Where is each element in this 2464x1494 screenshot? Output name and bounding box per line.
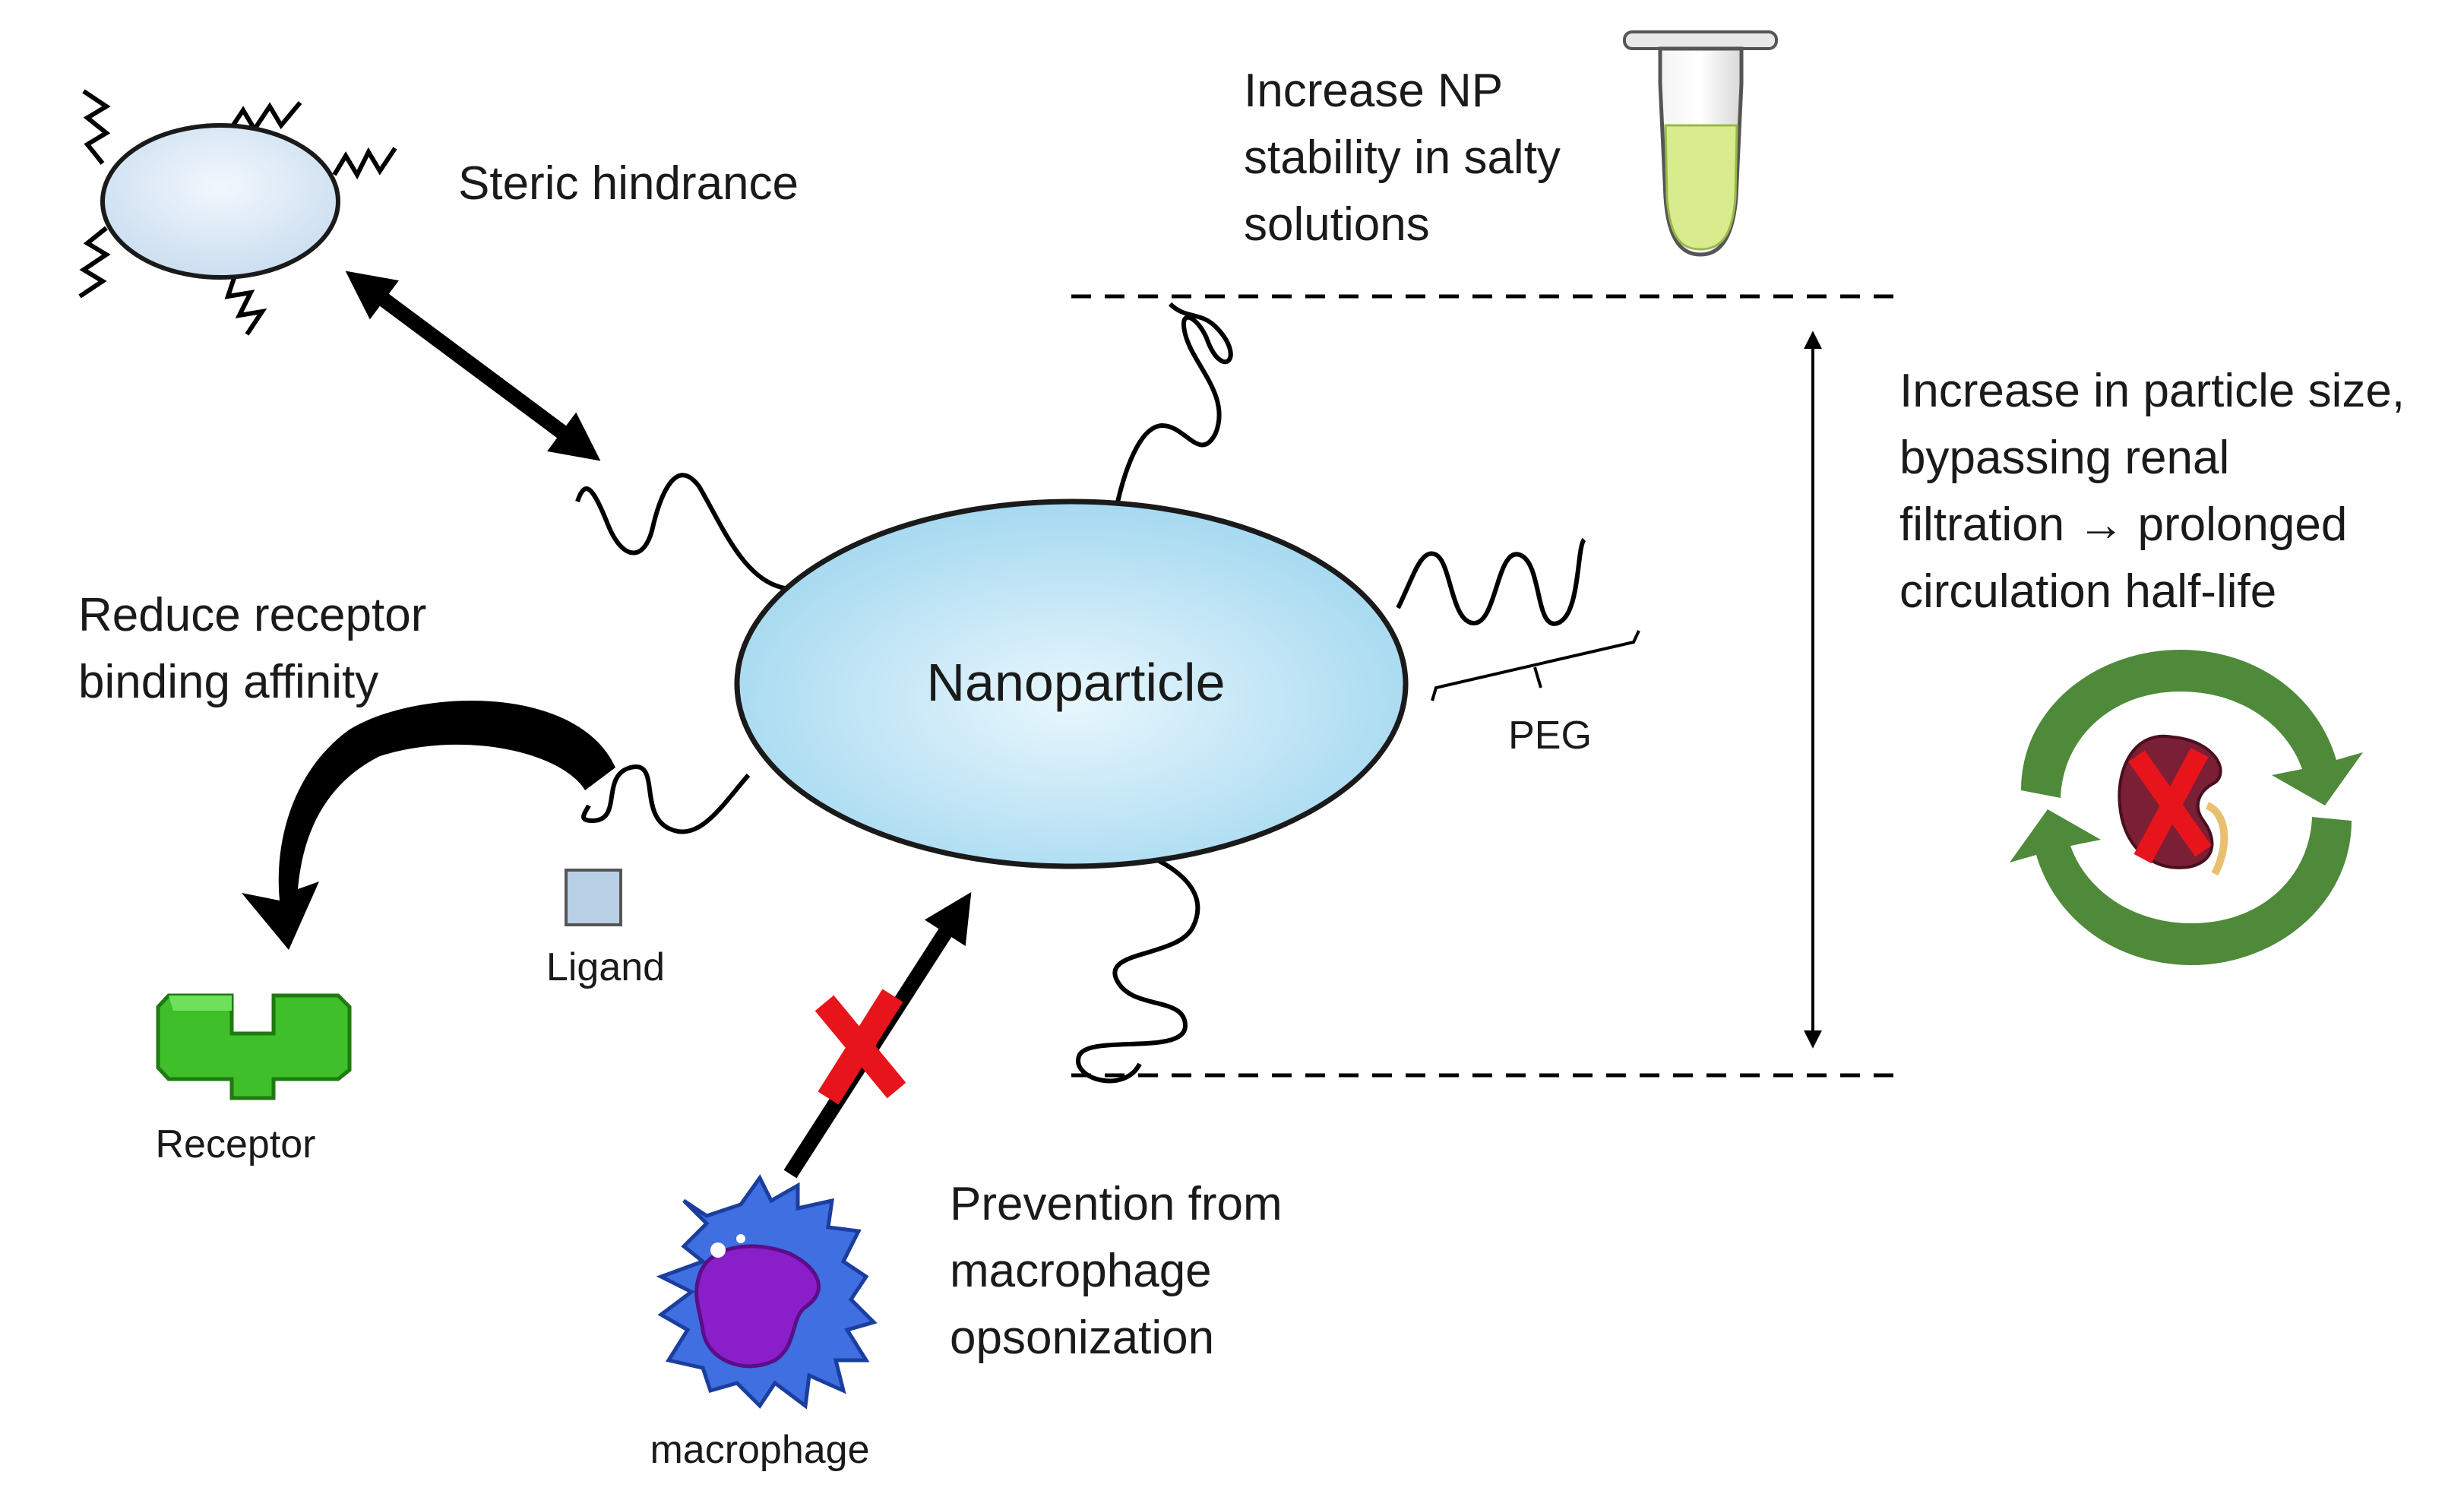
receptor-icon (156, 993, 352, 1100)
stability-label: Increase NP stability in salty solutions (1244, 65, 1561, 251)
macrophage-icon (656, 1174, 878, 1410)
nanoparticle-shape (734, 499, 1409, 869)
nanoparticle-label: Nanoparticle (927, 653, 1226, 712)
particle-size-label: Increase in particle size, bypassing ren… (1899, 365, 2405, 618)
peg-bracket (1431, 630, 1640, 701)
steric-label: Steric hindrance (458, 157, 799, 210)
tube-icon (1623, 30, 1778, 257)
peg-chain (575, 302, 1586, 1084)
receptor-curved-arrow (242, 700, 615, 950)
svg-text:Reduce receptor: Reduce receptor (78, 589, 426, 641)
kidney-cross-icon (2128, 747, 2212, 864)
recycle-arrows-icon (2010, 650, 2363, 965)
svg-text:opsonization: opsonization (950, 1312, 1214, 1364)
svg-text:solutions: solutions (1244, 198, 1430, 251)
small-nanoparticle-icon (78, 89, 397, 336)
steric-interaction-arrow (345, 271, 601, 461)
receptor-label: Receptor (156, 1122, 316, 1166)
opsonization-label: Prevention from macrophage opsonization (950, 1178, 1283, 1364)
macrophage-label: macrophage (650, 1428, 869, 1472)
ligand-icon (565, 869, 622, 926)
svg-text:Prevention from: Prevention from (950, 1178, 1283, 1230)
svg-text:circulation half-life: circulation half-life (1899, 565, 2276, 618)
svg-text:macrophage: macrophage (950, 1245, 1212, 1297)
svg-text:bypassing renal: bypassing renal (1899, 432, 2229, 484)
svg-text:stability in salty: stability in salty (1244, 131, 1561, 184)
svg-text:Increase NP: Increase NP (1244, 65, 1503, 117)
svg-text:binding affinity: binding affinity (78, 656, 378, 708)
receptor-affinity-label: Reduce receptor binding affinity (78, 589, 426, 708)
peg-label: PEG (1508, 714, 1592, 758)
svg-text:Increase in particle size,: Increase in particle size, (1899, 365, 2405, 417)
svg-text:filtration → prolonged: filtration → prolonged (1899, 499, 2347, 551)
blocked-cross-icon (814, 989, 906, 1105)
ligand-label: Ligand (546, 945, 665, 989)
